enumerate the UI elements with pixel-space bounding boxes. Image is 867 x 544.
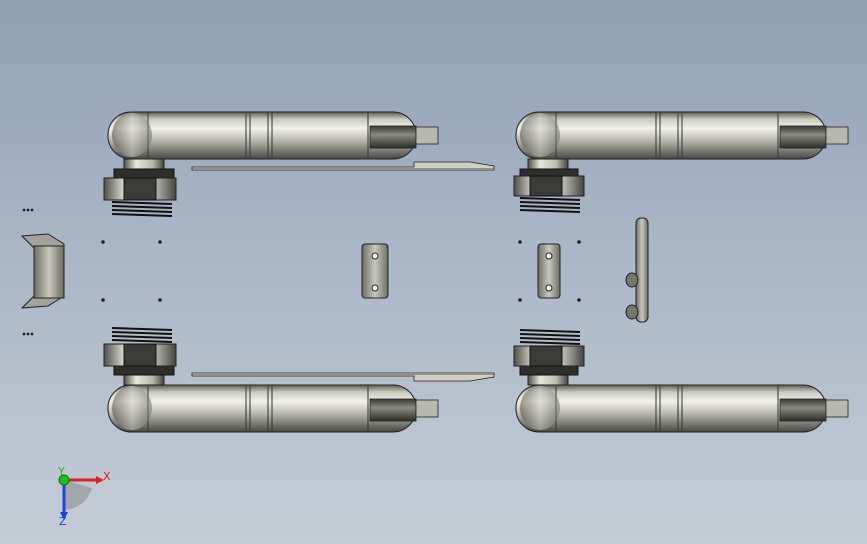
wheel-module-top-left[interactable] (103, 111, 439, 217)
wheel-module-bottom-left[interactable] (103, 327, 439, 433)
wheel-module-bottom-right[interactable] (513, 329, 849, 433)
triad-shading (64, 480, 92, 510)
z-axis-label: Z (59, 515, 67, 528)
coordinate-triad: X Y Z (57, 465, 111, 528)
threaded-spring (519, 197, 581, 213)
mount-plate-right[interactable] (537, 243, 561, 299)
end-bracket[interactable] (20, 233, 65, 309)
x-axis-label: X (103, 470, 111, 483)
pivot-bar[interactable] (625, 217, 649, 323)
wheel-module-top-right[interactable] (513, 111, 849, 213)
threaded-spring (111, 201, 173, 217)
side-rail-top[interactable] (191, 161, 495, 171)
threaded-spring (111, 327, 173, 343)
side-rail-bottom[interactable] (191, 372, 495, 382)
y-axis-label: Y (57, 465, 65, 478)
mounting-holes (22, 208, 581, 336)
y-axis-dot (58, 474, 70, 486)
threaded-spring (519, 329, 581, 345)
mount-plate-left[interactable] (361, 243, 389, 299)
